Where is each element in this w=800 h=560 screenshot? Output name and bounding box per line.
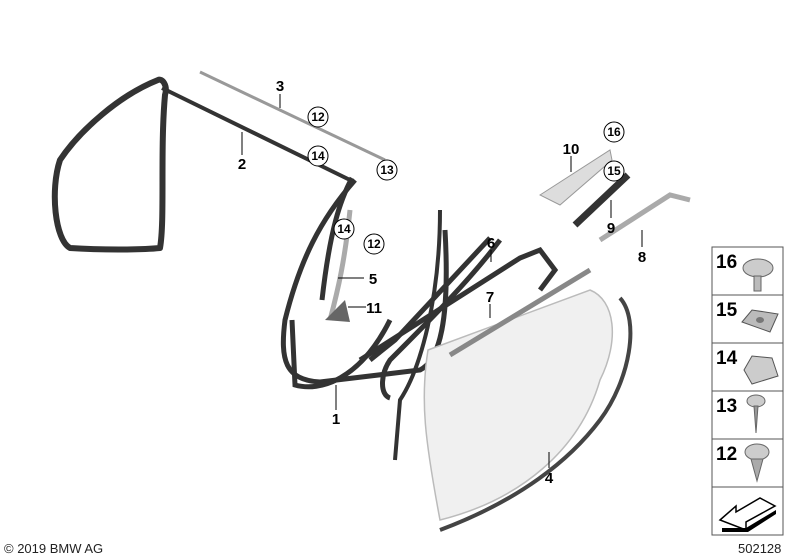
clip-nut-icon — [741, 309, 779, 333]
callout-5: 5 — [369, 271, 377, 288]
callout-circles — [307, 106, 625, 255]
part-8-trim — [598, 192, 691, 243]
legend-label-15: 15 — [716, 300, 738, 321]
part-10-bracket — [538, 149, 613, 206]
circled-callout-15: 15 — [607, 164, 621, 178]
circled-callout-16: 16 — [607, 125, 621, 139]
callout-7: 7 — [486, 289, 494, 306]
legend-label-14: 14 — [716, 348, 738, 369]
callout-4: 4 — [545, 470, 554, 487]
legend-label-13: 13 — [716, 396, 737, 417]
legend-label-12: 12 — [716, 444, 737, 465]
self-tapping-screw-icon — [744, 443, 770, 483]
callout-8: 8 — [638, 249, 646, 266]
callout-3: 3 — [276, 78, 284, 95]
diagram-number: 502128 — [738, 541, 782, 556]
part-11-bracket — [325, 300, 350, 322]
part-2-frame-seal — [51, 76, 355, 301]
fastener-legend: 16 15 14 13 12 — [711, 246, 784, 536]
circled-callout-12b: 12 — [367, 237, 381, 251]
circled-callout-14: 14 — [311, 149, 325, 163]
callout-11: 11 — [366, 300, 382, 317]
arrow-left-icon — [718, 497, 777, 532]
circled-callout-12: 12 — [311, 110, 325, 124]
screw-large-head-icon — [742, 258, 774, 292]
screw-long-icon — [746, 394, 766, 434]
callout-10: 10 — [563, 141, 580, 158]
door-panel — [423, 289, 613, 521]
part-6-channel — [358, 246, 559, 363]
part-1-door-seal — [280, 178, 502, 461]
legend-label-16: 16 — [716, 252, 737, 273]
part-3-strip — [199, 70, 386, 162]
clip-icon — [743, 355, 779, 385]
leader-lines — [241, 94, 643, 468]
circled-callout-14b: 14 — [337, 222, 351, 236]
part-7-weatherstrip — [448, 267, 592, 358]
part-9-seal — [572, 172, 631, 228]
circled-callout-13: 13 — [380, 163, 394, 177]
callout-6: 6 — [487, 235, 495, 252]
copyright: © 2019 BMW AG — [4, 541, 104, 556]
callout-9: 9 — [607, 220, 615, 237]
callout-2: 2 — [238, 156, 246, 173]
callout-1: 1 — [332, 411, 340, 428]
part-4-seal — [439, 296, 633, 532]
